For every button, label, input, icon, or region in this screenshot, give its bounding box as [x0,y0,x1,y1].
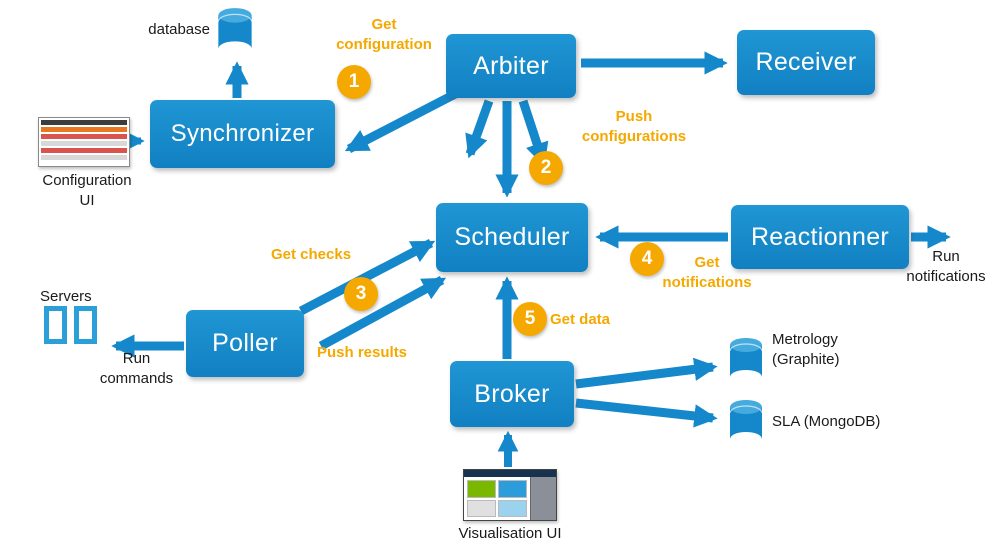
step-badge-2: 2 [529,151,563,185]
step-badge-3: 3 [344,277,378,311]
step-badge-4: 4 [630,242,664,276]
thumbnail-chart [467,480,496,498]
run-notifications-label: Run notifications [906,248,986,285]
sla-database-icon [729,400,763,439]
visualisation-ui-label: Visualisation UI [458,525,562,542]
metrology-database-icon [729,338,763,377]
arrow-broker-to-metrology [575,357,718,389]
visualisation-ui-thumbnail [463,469,557,521]
server-icon [74,306,97,344]
thumbnail-chart [498,480,527,498]
step-badge-5: 5 [513,302,547,336]
arrow-arbiter-to-synchronizer [344,87,464,153]
thumbnail-row [41,148,127,153]
thumbnail-row [41,127,127,132]
step-badge-1: 1 [337,65,371,99]
server-icon [44,306,67,344]
node-arbiter: Arbiter [446,34,576,98]
flow-label-push-results: Push results [317,344,408,361]
thumbnail-titlebar [464,470,556,477]
thumbnail-charts [464,477,530,520]
flow-label-get-data: Get data [550,311,611,328]
thumbnail-row [41,141,127,146]
thumbnail-row [41,120,127,125]
sla-label: SLA (MongoDB) [772,413,881,430]
thumbnail-row [41,155,127,160]
arrow-poller-push-results [318,276,447,350]
configuration-ui-label: Configuration UI [42,172,132,209]
node-receiver: Receiver [737,30,875,95]
node-reactionner: Reactionner [731,205,909,269]
run-commands-label: Run commands [99,350,174,387]
servers-label: Servers [40,288,92,305]
metrology-label: Metrology (Graphite) [772,331,840,368]
database-icon [217,8,253,49]
node-scheduler: Scheduler [436,203,588,272]
node-broker: Broker [450,361,574,427]
thumbnail-side-panel [530,477,556,520]
thumbnail-chart [498,499,527,517]
thumbnail-row [41,134,127,139]
database-label: database [148,21,210,38]
node-synchronizer: Synchronizer [150,100,335,168]
arrow-arbiter-fan-left [465,99,494,159]
flow-label-push-configurations: Push configurations [581,108,687,145]
flow-label-get-notifications: Get notifications [662,254,752,291]
thumbnail-chart [467,499,496,517]
configuration-ui-thumbnail [38,117,130,167]
flow-label-get-configuration: Get configuration [336,16,432,53]
servers-icon [44,306,97,344]
arrow-broker-to-sla [575,398,718,428]
node-poller: Poller [186,310,304,377]
thumbnail-body [464,477,556,520]
flow-label-get-checks: Get checks [271,246,352,263]
